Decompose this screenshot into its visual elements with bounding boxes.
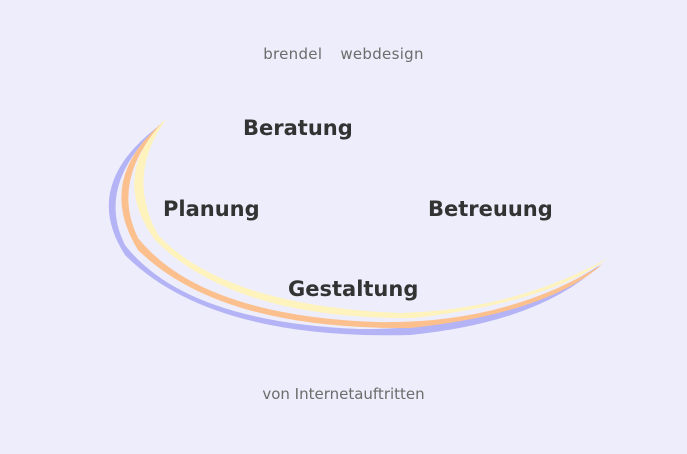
service-link-planung[interactable]: Planung [163, 197, 260, 221]
service-link-beratung[interactable]: Beratung [243, 116, 353, 140]
brand-descriptor: webdesign [340, 45, 424, 63]
brand-title: brendel webdesign [0, 45, 687, 63]
service-link-gestaltung[interactable]: Gestaltung [288, 277, 419, 301]
tagline: von Internetauftritten [262, 385, 425, 403]
service-link-betreuung[interactable]: Betreuung [428, 197, 553, 221]
brand-name: brendel [263, 45, 323, 63]
